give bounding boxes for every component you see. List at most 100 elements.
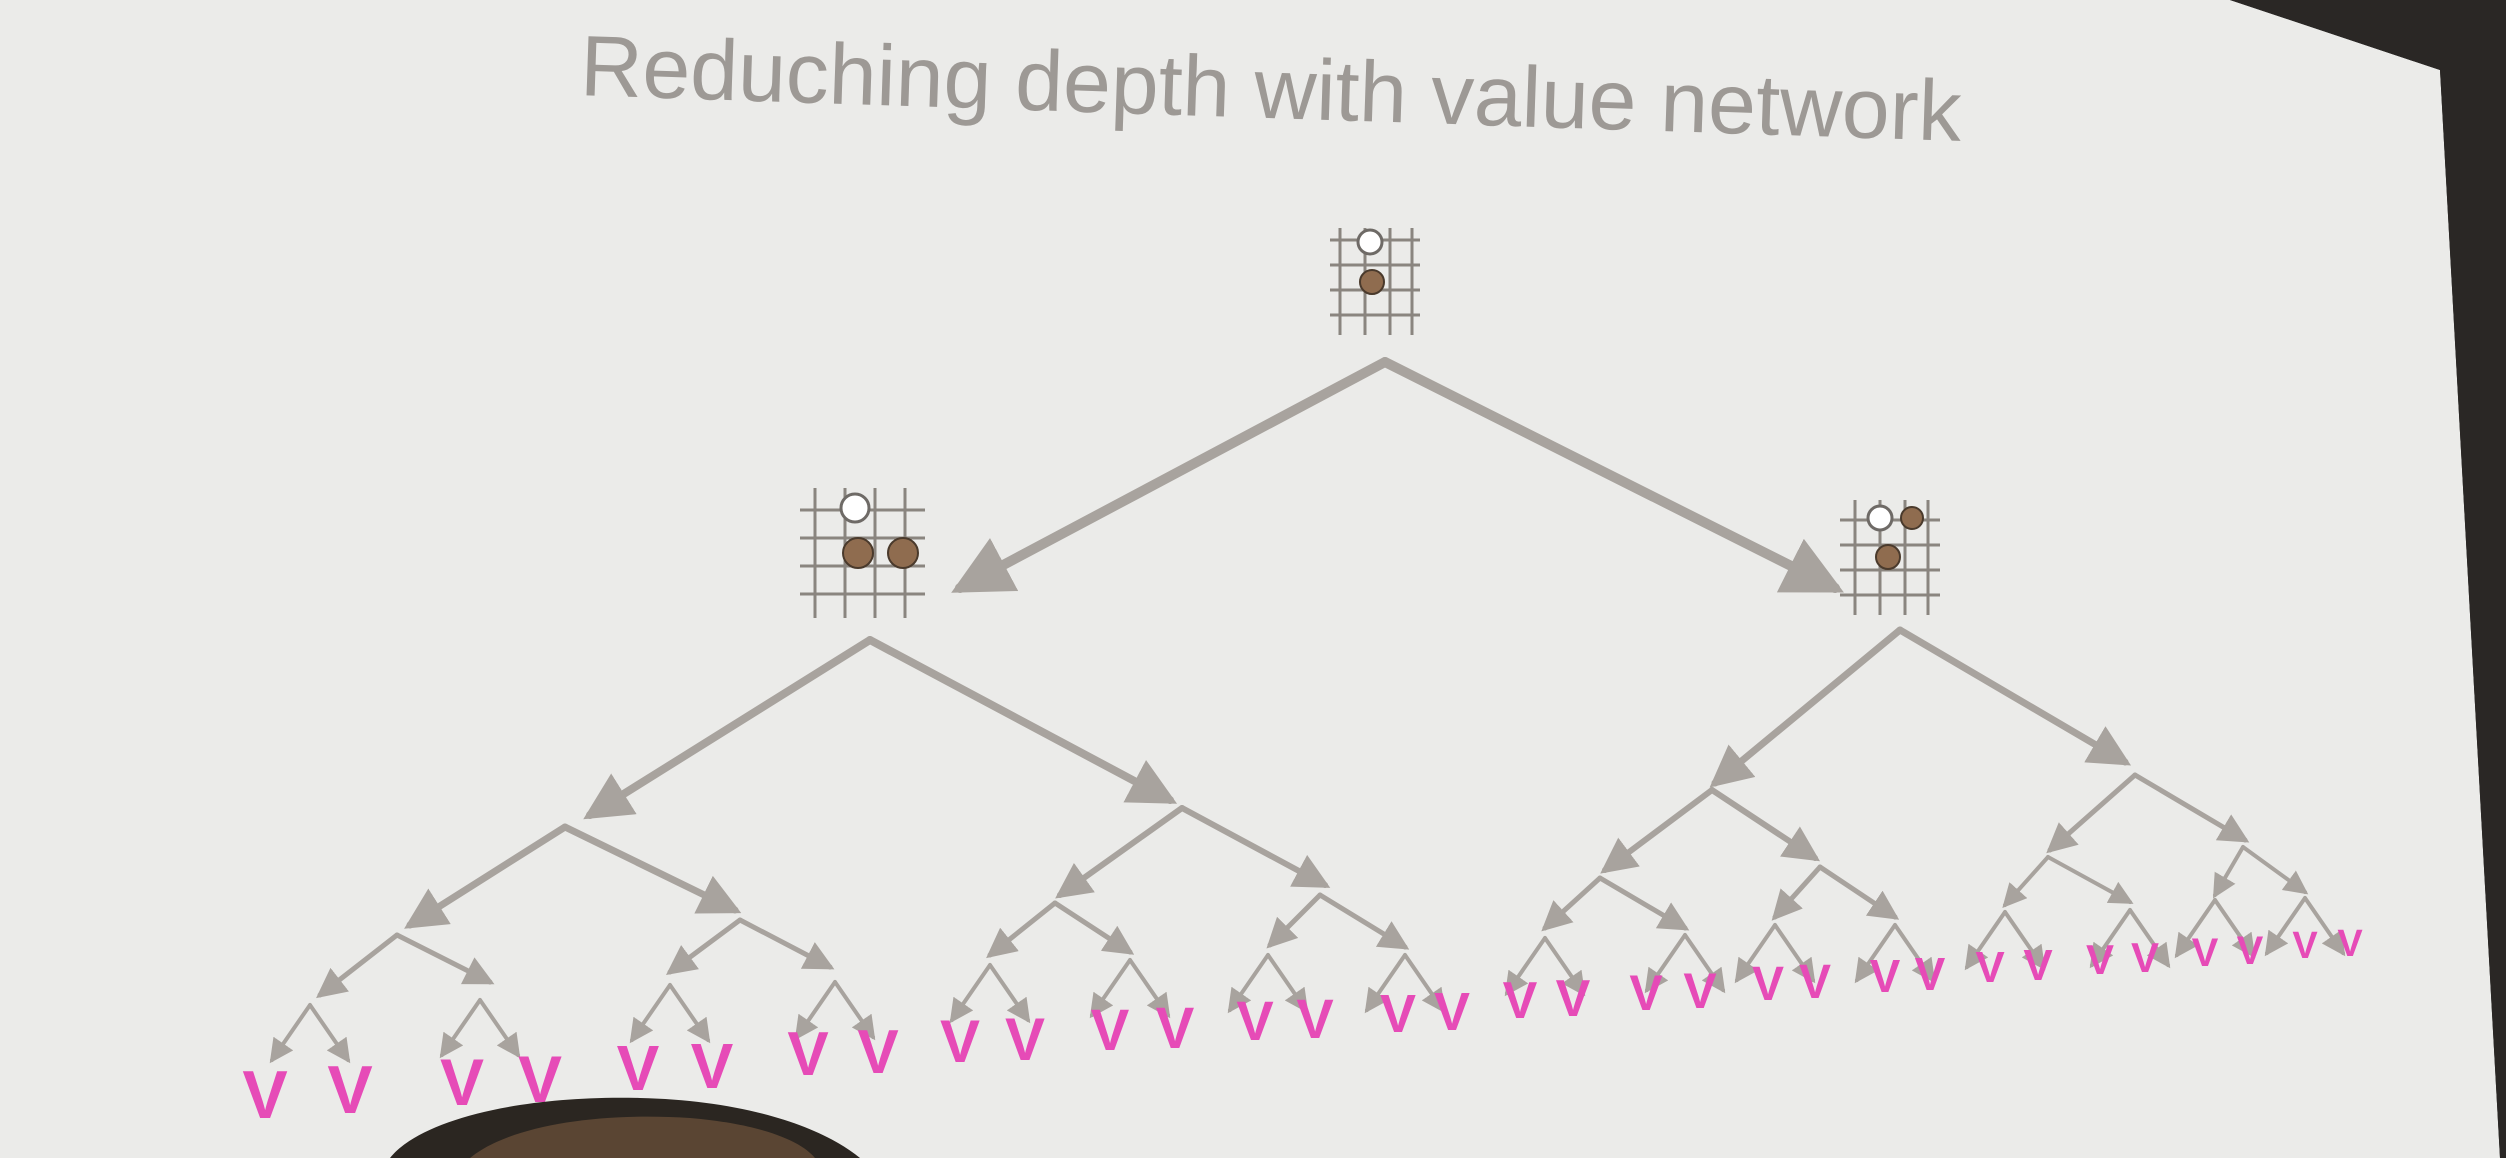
tree-edge-arrow bbox=[986, 900, 1058, 959]
tree-edge-arrow bbox=[583, 636, 874, 820]
tree-edge-arrow bbox=[2132, 772, 2250, 843]
tree-edge-arrow bbox=[1543, 936, 1586, 997]
tree-edge-arrow bbox=[2213, 898, 2256, 959]
leaf-value-label: V bbox=[857, 1018, 898, 1087]
leaf-value-label: V bbox=[242, 1057, 287, 1133]
tree-edge-arrow bbox=[404, 823, 569, 929]
black-stone-icon bbox=[1900, 506, 1924, 530]
tree-edge-arrow bbox=[2002, 855, 2050, 908]
tree-edge-arrow bbox=[1541, 875, 1603, 932]
search-tree-arrows bbox=[269, 357, 2346, 1064]
leaf-value-label: V bbox=[2237, 929, 2264, 973]
leaf-value-label: V bbox=[1975, 943, 2005, 992]
leaf-value-label: V bbox=[1005, 1006, 1045, 1073]
tree-edge-arrow bbox=[2046, 855, 2134, 904]
tree-edge-arrow bbox=[2046, 772, 2138, 854]
tree-edge-arrow bbox=[668, 983, 711, 1044]
leaf-value-label: V bbox=[691, 1030, 734, 1102]
leaf-value-label: V bbox=[1380, 984, 1416, 1044]
tree-edge-arrow bbox=[1773, 923, 1816, 984]
leaf-value-label: V bbox=[1870, 950, 1901, 1002]
leaf-value-label: V bbox=[1752, 958, 1784, 1011]
tree-edge-arrow bbox=[1817, 864, 1900, 920]
leaf-value-label: V bbox=[1296, 987, 1333, 1050]
tree-edge-arrow bbox=[1052, 900, 1135, 955]
black-stone-icon bbox=[842, 537, 874, 569]
leaf-value-label: V bbox=[1556, 970, 1591, 1028]
right-board-diagram bbox=[1840, 500, 1940, 615]
leaf-value-label: V bbox=[1156, 996, 1195, 1061]
tree-edge-arrow bbox=[308, 1003, 351, 1064]
tree-edge-arrow bbox=[1128, 958, 1171, 1019]
tree-edge-arrow bbox=[561, 823, 742, 914]
tree-edge-arrow bbox=[1709, 787, 1821, 862]
black-stone-icon bbox=[1875, 544, 1901, 570]
leaf-value-label: V bbox=[617, 1032, 660, 1104]
tree-edge-arrow bbox=[949, 963, 992, 1024]
leaf-value-label: V bbox=[2192, 931, 2219, 975]
tree-edge-arrow bbox=[2089, 908, 2132, 969]
tree-edge-arrow bbox=[1854, 923, 1897, 984]
tree-edge-arrow bbox=[2174, 898, 2217, 959]
tree-edge-arrow bbox=[316, 932, 400, 999]
tree-edge-arrow bbox=[394, 932, 495, 985]
black-stone-icon bbox=[887, 537, 919, 569]
leaf-value-label: V bbox=[1091, 998, 1130, 1063]
tree-edge-arrow bbox=[866, 636, 1178, 804]
tree-edge-arrow bbox=[833, 980, 876, 1041]
tree-edge-arrow bbox=[1709, 626, 1904, 788]
leaf-value-label: V bbox=[327, 1052, 372, 1128]
tree-edge-arrow bbox=[1364, 953, 1407, 1014]
screen-frame bbox=[2230, 0, 2506, 1158]
tree-edge-arrow bbox=[269, 1003, 312, 1064]
tree-edge-arrow bbox=[794, 980, 837, 1041]
tree-edge-arrow bbox=[2212, 845, 2245, 899]
tree-edge-arrow bbox=[439, 998, 482, 1059]
leaf-value-label: V bbox=[1236, 989, 1273, 1052]
leaf-value-label: V bbox=[2292, 925, 2318, 967]
leaf-value-label: V bbox=[2131, 934, 2159, 981]
tree-edge-arrow bbox=[1089, 958, 1132, 1019]
left-board-diagram bbox=[800, 488, 925, 618]
tree-edge-arrow bbox=[1266, 953, 1309, 1014]
white-stone-icon bbox=[839, 492, 871, 524]
tree-edge-arrow bbox=[1317, 892, 1410, 950]
tree-edge-arrow bbox=[1597, 875, 1690, 931]
black-stone-icon bbox=[1359, 269, 1385, 295]
leaf-value-label: V bbox=[1629, 965, 1663, 1021]
tree-edge-arrow bbox=[478, 998, 521, 1059]
tree-edge-arrow bbox=[1964, 910, 2007, 971]
tree-edge-arrow bbox=[737, 917, 835, 970]
leaf-value-label: V bbox=[1434, 982, 1470, 1042]
tree-edge-arrow bbox=[665, 917, 743, 975]
tree-edge-arrow bbox=[951, 357, 1390, 593]
leaf-value-label: V bbox=[940, 1008, 980, 1075]
tree-edge-arrow bbox=[1380, 357, 1844, 593]
leaf-value-label: V bbox=[1683, 963, 1717, 1019]
leaf-value-label: V bbox=[2337, 923, 2363, 965]
leaf-value-label: V bbox=[2086, 936, 2114, 983]
leaf-value-label: V bbox=[787, 1020, 828, 1089]
tree-edge-arrow bbox=[629, 983, 672, 1044]
root-board-diagram bbox=[1330, 228, 1420, 335]
tree-edge-arrow bbox=[2241, 845, 2309, 895]
leaf-value-label: V bbox=[1503, 972, 1538, 1030]
tree-edge-arrow bbox=[2303, 896, 2346, 957]
tree-edge-arrow bbox=[1266, 892, 1323, 949]
tree-edge-arrow bbox=[1055, 805, 1185, 899]
leaf-value-label: V bbox=[2023, 941, 2053, 990]
tree-edge-arrow bbox=[988, 963, 1031, 1024]
tree-edge-arrow bbox=[1227, 953, 1270, 1014]
tree-edge-arrow bbox=[1683, 933, 1726, 994]
tree-edge-arrow bbox=[2264, 896, 2307, 957]
tree-edge-arrow bbox=[1644, 933, 1687, 994]
leaf-value-label: V bbox=[440, 1045, 484, 1119]
tree-edge-arrow bbox=[2003, 910, 2046, 971]
white-stone-icon bbox=[1356, 228, 1384, 256]
tree-edge-arrow bbox=[1896, 626, 2132, 766]
tree-edge-arrow bbox=[1771, 864, 1823, 921]
tree-edge-arrow bbox=[1504, 936, 1547, 997]
